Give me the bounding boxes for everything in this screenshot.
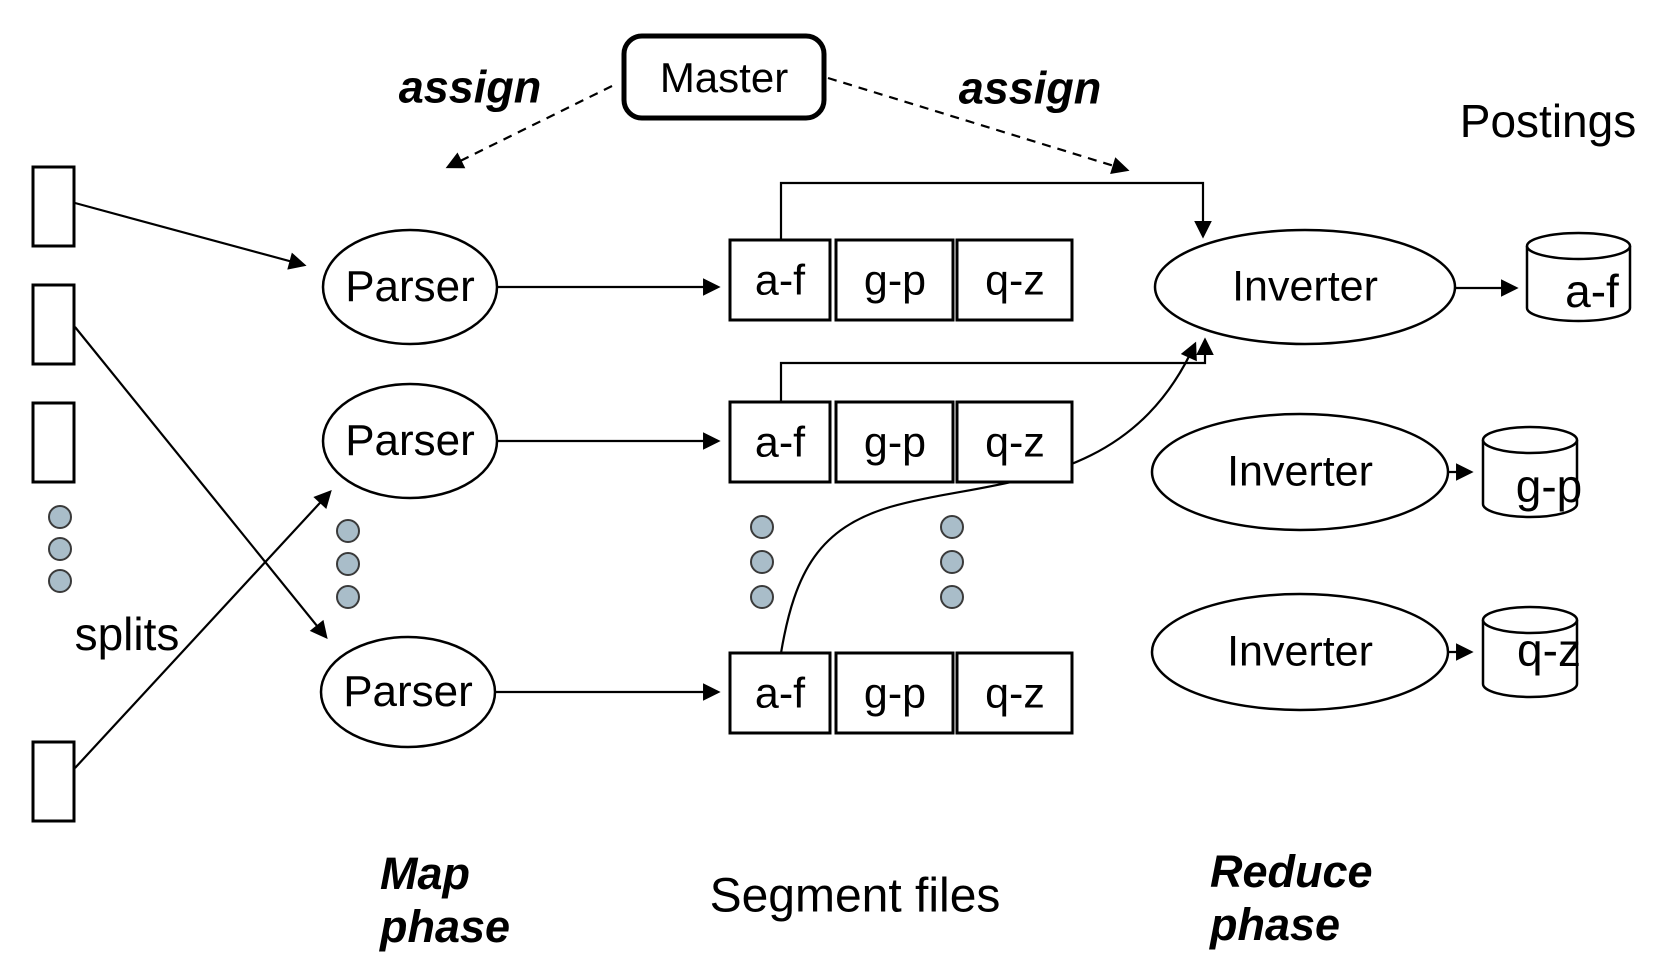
- segment-box-qz: [955, 400, 1074, 484]
- split-rect-3: [31, 401, 76, 484]
- postings-label: Postings: [1459, 94, 1637, 147]
- inverter-1-label: Inverter: [1232, 262, 1378, 311]
- map-phase-line1: Map: [380, 847, 470, 899]
- segment-label-r2-gp: g-p: [863, 418, 927, 467]
- assign-arrow-left: [445, 85, 613, 169]
- segment-label-r2-af: a-f: [754, 418, 806, 467]
- segment-label-r3-qz: q-z: [985, 669, 1045, 718]
- parser-node-1: [321, 228, 499, 346]
- segment-box-qz: [955, 651, 1074, 735]
- master-node: [621, 33, 827, 121]
- ellipsis-dots-parsers: [336, 519, 360, 609]
- map-phase-label: Map phase: [380, 847, 510, 953]
- split-rect-2: [31, 283, 76, 366]
- segment-box-gp: [834, 238, 955, 322]
- parser-1-label: Parser: [345, 262, 475, 312]
- split-rect-1: [31, 165, 76, 248]
- segment-files-row-3: [728, 651, 1074, 735]
- segment-files-row-2: [728, 400, 1074, 484]
- reduce-phase-label: Reduce phase: [1210, 845, 1373, 951]
- reduce-phase-line2: phase: [1210, 899, 1341, 950]
- segments2-af-to-inverter1-connector: [779, 337, 1214, 402]
- ellipsis-dots-segments-right: [940, 515, 964, 609]
- segment-label-r2-qz: q-z: [985, 418, 1045, 467]
- inverter-node-3: [1150, 592, 1450, 712]
- splits-label: splits: [74, 607, 180, 660]
- postings-cylinder-qz: [1481, 605, 1579, 699]
- master-label: Master: [659, 54, 789, 102]
- segment-files-row-1: [728, 238, 1074, 322]
- split4-to-parser2-arrow: [74, 490, 332, 769]
- ellipsis-dots-segments-left: [750, 515, 774, 609]
- segment-files-label: Segment files: [709, 869, 1001, 923]
- split1-to-parser1-arrow: [74, 201, 307, 270]
- parser-node-3: [319, 635, 497, 749]
- assign-arrow-right: [827, 76, 1130, 175]
- segment-box-gp: [834, 651, 955, 735]
- segment-box-gp: [834, 400, 955, 484]
- inverter-node-1: [1153, 228, 1457, 346]
- segment-label-r1-gp: g-p: [863, 256, 927, 305]
- map-phase-line2: phase: [380, 901, 511, 952]
- cylinder-label-gp: g-p: [1515, 459, 1583, 512]
- split-rect-4: [31, 740, 76, 823]
- segment-label-r1-af: a-f: [754, 256, 806, 305]
- segment-label-r1-qz: q-z: [985, 256, 1045, 305]
- segment-box-af: [728, 651, 832, 735]
- segment-box-qz: [955, 238, 1074, 322]
- postings-cylinder-gp: [1481, 425, 1579, 519]
- parser-node-2: [321, 382, 499, 500]
- segments1-af-to-inverter1-connector: [779, 181, 1212, 240]
- segment-box-af: [728, 400, 832, 484]
- assign-label-left: assign: [398, 61, 542, 113]
- inverter-node-2: [1150, 412, 1450, 532]
- split2-to-parser3-arrow: [74, 326, 328, 640]
- segment-box-af: [728, 238, 832, 322]
- assign-label-right: assign: [958, 62, 1102, 114]
- segments3-af-to-inverter1-curve: [779, 341, 1197, 654]
- reduce-phase-line1: Reduce: [1210, 845, 1373, 897]
- ellipsis-dots-splits: [48, 505, 72, 593]
- inverter-3-label: Inverter: [1227, 627, 1373, 676]
- segment-label-r3-af: a-f: [754, 669, 806, 718]
- cylinder-label-qz: q-z: [1517, 623, 1581, 676]
- segment-label-r3-gp: g-p: [863, 669, 927, 718]
- inverter-2-label: Inverter: [1227, 447, 1373, 496]
- parser-2-label: Parser: [345, 416, 475, 466]
- postings-cylinder-af: [1525, 231, 1632, 323]
- parser-3-label: Parser: [343, 667, 473, 717]
- cylinder-label-af: a-f: [1565, 264, 1619, 317]
